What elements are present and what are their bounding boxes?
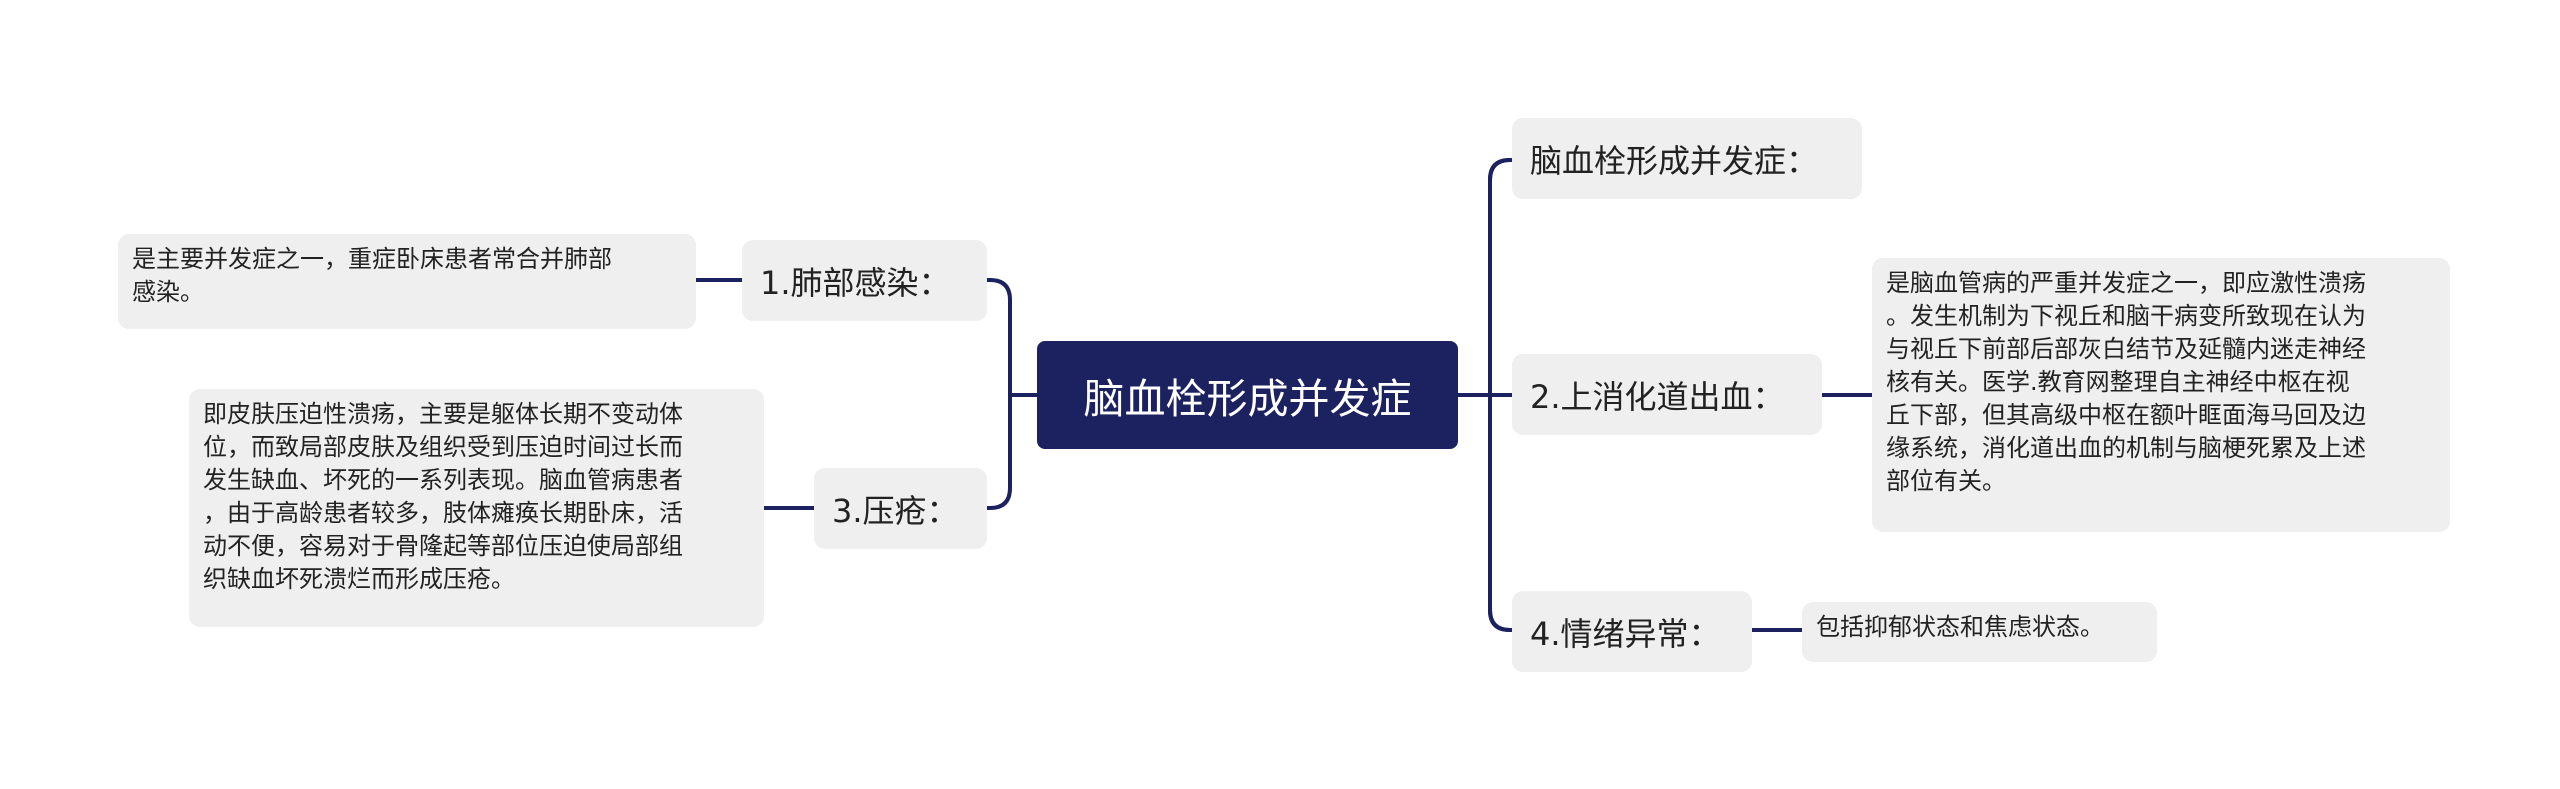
leaf-pressure-sore[interactable]: 即皮肤压迫性溃疡，主要是躯体长期不变动体 位，而致局部皮肤及组织受到压迫时间过长… (189, 389, 764, 627)
branch-emotion[interactable]: 4.情绪异常： (1512, 591, 1752, 672)
connector-right-intro (1488, 158, 1514, 182)
branch-lung-label: 1.肺部感染： (760, 263, 951, 302)
branch-pressure-label: 3.压疮： (832, 491, 959, 530)
branch-digestive-bleeding[interactable]: 2.上消化道出血： (1512, 354, 1822, 435)
leaf-text-line: 动不便，容易对于骨隆起等部位压迫使局部组 (203, 532, 683, 560)
leaf-text-line: 即皮肤压迫性溃疡，主要是躯体长期不变动体 (203, 400, 683, 428)
leaf-digestive-bleeding[interactable]: 是脑血管病的严重并发症之一，即应激性溃疡 。发生机制为下视丘和脑干病变所致现在认… (1872, 258, 2450, 532)
leaf-emotion[interactable]: 包括抑郁状态和焦虑状态。 (1802, 602, 2157, 662)
leaf-lung-infection[interactable]: 是主要并发症之一，重症卧床患者常合并肺部 感染。 (118, 234, 696, 329)
central-topic-label: 脑血栓形成并发症 (1083, 375, 1412, 423)
leaf-text-line: ，由于高龄患者较多，肢体瘫痪长期卧床，活 (203, 499, 683, 527)
leaf-text-line: 是脑血管病的严重并发症之一，即应激性溃疡 (1886, 269, 2366, 297)
branch-lung-infection[interactable]: 1.肺部感染： (742, 240, 987, 321)
leaf-text-line: 。发生机制为下视丘和脑干病变所致现在认为 (1886, 302, 2366, 330)
leaf-text-line: 是主要并发症之一，重症卧床患者常合并肺部 (132, 245, 612, 273)
leaf-text-line: 部位有关。 (1886, 467, 2006, 495)
branch-emotion-label: 4.情绪异常： (1530, 614, 1721, 653)
leaf-text-line: 缘系统，消化道出血的机制与脑梗死累及上述 (1886, 434, 2366, 462)
leaf-text-line: 发生缺血、坏死的一系列表现。脑血管病患者 (203, 466, 683, 494)
leaf-text-line: 核有关。医学.教育网整理自主神经中枢在视 (1886, 368, 2350, 396)
leaf-text-line: 位，而致局部皮肤及组织受到压迫时间过长而 (203, 433, 683, 461)
leaf-text-line: 织缺血坏死溃烂而形成压疮。 (203, 565, 515, 593)
leaf-text-line: 与视丘下前部后部灰白结节及延髓内迷走神经 (1886, 335, 2366, 363)
branch-pressure-sore[interactable]: 3.压疮： (814, 468, 987, 549)
connector-right-emotion (1488, 608, 1514, 632)
connector-left-pressure (985, 486, 1012, 510)
branch-intro[interactable]: 脑血栓形成并发症： (1512, 118, 1862, 199)
connector-left-lung (985, 278, 1012, 302)
leaf-text-line: 丘下部，但其高级中枢在额叶眶面海马回及边 (1886, 401, 2366, 429)
central-topic[interactable]: 脑血栓形成并发症 (1037, 341, 1458, 449)
leaf-text-line: 包括抑郁状态和焦虑状态。 (1816, 613, 2104, 641)
leaf-text-line: 感染。 (132, 278, 204, 306)
branch-digestive-label: 2.上消化道出血： (1530, 377, 1785, 416)
branch-intro-label: 脑血栓形成并发症： (1530, 141, 1819, 180)
